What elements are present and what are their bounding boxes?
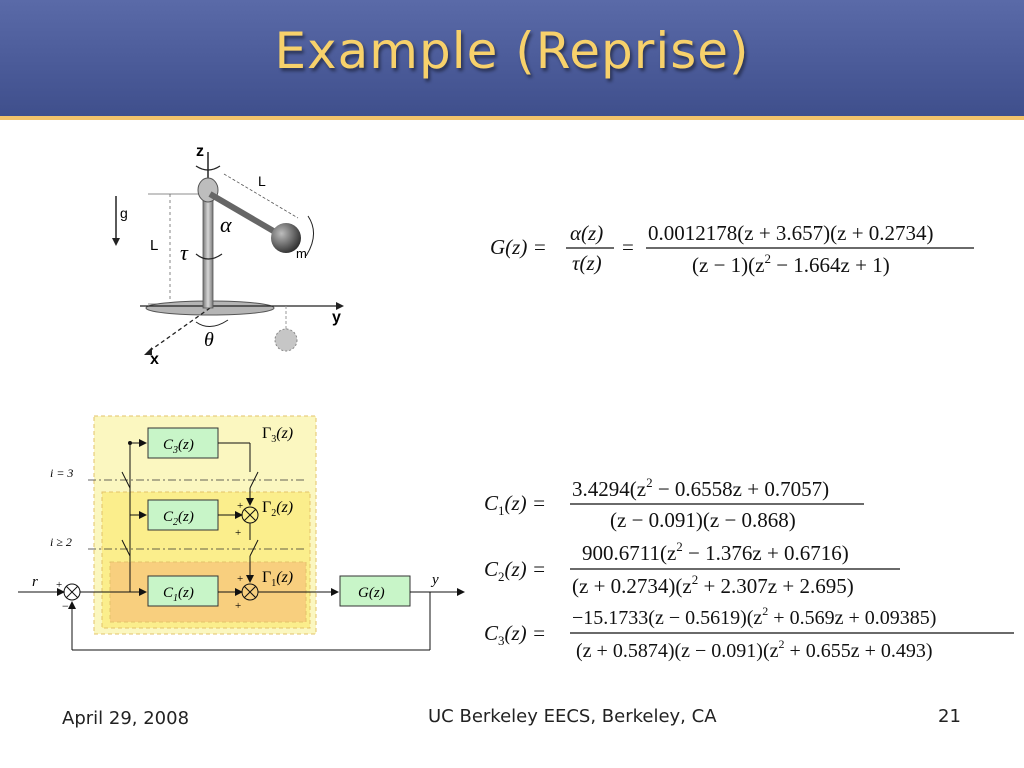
block-c1 bbox=[147, 575, 219, 607]
footer-date: April 29, 2008 bbox=[62, 708, 190, 729]
label-tau: τ bbox=[180, 240, 189, 265]
hanging-mass-ghost bbox=[274, 328, 298, 352]
svg-text:C3(z) =: C3(z) = bbox=[484, 621, 546, 648]
tau-arrow bbox=[195, 253, 223, 260]
block-g bbox=[339, 575, 411, 607]
svg-text:α(z): α(z) bbox=[570, 221, 603, 245]
svg-text:+: + bbox=[235, 527, 241, 539]
input-r-label: r bbox=[32, 574, 38, 590]
footer-organization: UC Berkeley EECS, Berkeley, CA bbox=[428, 706, 717, 727]
slide-title: Example (Reprise) bbox=[274, 22, 750, 80]
svg-text:0.0012178(z + 3.657)(z + 0.273: 0.0012178(z + 3.657)(z + 0.2734) bbox=[648, 221, 934, 245]
label-alpha: α bbox=[220, 212, 232, 237]
equation-c3: C3(z) = −15.1733(z − 0.5619)(z2 + 0.569z… bbox=[484, 604, 1014, 662]
svg-text:+: + bbox=[237, 573, 243, 585]
svg-text:(z + 0.5874)(z − 0.091)(z2 + 0: (z + 0.5874)(z − 0.091)(z2 + 0.655z + 0.… bbox=[576, 637, 933, 662]
page-number: 21 bbox=[938, 706, 961, 727]
svg-text:(z − 0.091)(z − 0.868): (z − 0.091)(z − 0.868) bbox=[610, 508, 796, 532]
z-rotation-arrow bbox=[195, 165, 221, 171]
threshold-i2: i ≥ 2 bbox=[50, 535, 72, 549]
svg-text:=: = bbox=[622, 235, 634, 259]
equation-c1: C1(z) = 3.4294(z2 − 0.6558z + 0.7057) (z… bbox=[484, 475, 864, 532]
gamma1-label: Γ1(z) bbox=[262, 569, 293, 589]
alpha-arrow bbox=[305, 215, 314, 257]
pendulum-arm bbox=[208, 191, 284, 239]
svg-text:−15.1733(z − 0.5619)(z2 + 0.56: −15.1733(z − 0.5619)(z2 + 0.569z + 0.093… bbox=[572, 604, 936, 629]
gamma3-label: Γ3(z) bbox=[262, 425, 293, 445]
theta-arc bbox=[195, 319, 229, 327]
svg-text:+: + bbox=[235, 600, 241, 612]
svg-text:C2(z) =: C2(z) = bbox=[484, 557, 546, 584]
svg-text:900.6711(z2 − 1.376z + 0.6716): 900.6711(z2 − 1.376z + 0.6716) bbox=[582, 539, 849, 565]
slide-header bbox=[0, 0, 1024, 116]
svg-text:+: + bbox=[237, 500, 243, 512]
block-c3-label: C3(z) bbox=[163, 437, 194, 456]
label-m: m bbox=[296, 246, 307, 261]
svg-text:3.4294(z2 − 0.6558z + 0.7057): 3.4294(z2 − 0.6558z + 0.7057) bbox=[572, 475, 829, 501]
svg-text:(z − 1)(z2 − 1.664z + 1): (z − 1)(z2 − 1.664z + 1) bbox=[692, 251, 890, 277]
svg-text:τ(z): τ(z) bbox=[572, 251, 602, 275]
svg-text:−: − bbox=[62, 599, 69, 613]
control-block-diagram: i = 3 i ≥ 2 C3(z) C2(z) C1(z) G(z) Γ3(z)… bbox=[18, 415, 465, 651]
block-g-label: G(z) bbox=[358, 585, 385, 601]
label-z: z bbox=[196, 143, 204, 160]
svg-text:G(z) =: G(z) = bbox=[490, 235, 547, 259]
block-c2-label: C2(z) bbox=[163, 509, 194, 528]
label-theta: θ bbox=[204, 329, 214, 351]
output-y-label: y bbox=[430, 572, 439, 588]
equation-plant: G(z) = α(z) τ(z) = 0.0012178(z + 3.657)(… bbox=[490, 221, 974, 277]
gamma2-label: Γ2(z) bbox=[262, 499, 293, 519]
pendulum-mass bbox=[271, 223, 301, 253]
label-L-vertical: L bbox=[150, 237, 158, 254]
label-y: y bbox=[332, 309, 341, 326]
vertical-pole bbox=[202, 189, 214, 309]
threshold-i3: i = 3 bbox=[50, 466, 73, 480]
svg-text:+: + bbox=[56, 579, 62, 591]
x-axis bbox=[147, 307, 211, 353]
svg-text:(z + 0.2734)(z2 + 2.307z + 2.6: (z + 0.2734)(z2 + 2.307z + 2.695) bbox=[572, 572, 854, 598]
svg-text:C1(z) =: C1(z) = bbox=[484, 491, 546, 518]
label-L-arm: L bbox=[258, 173, 266, 189]
label-x: x bbox=[150, 351, 159, 368]
rotary-pendulum-figure: z g L y x L m α τ θ bbox=[112, 143, 344, 368]
equation-c2: C2(z) = 900.6711(z2 − 1.376z + 0.6716) (… bbox=[484, 539, 900, 598]
label-g: g bbox=[120, 205, 128, 221]
header-rule bbox=[0, 116, 1024, 120]
block-c1-label: C1(z) bbox=[163, 585, 194, 604]
